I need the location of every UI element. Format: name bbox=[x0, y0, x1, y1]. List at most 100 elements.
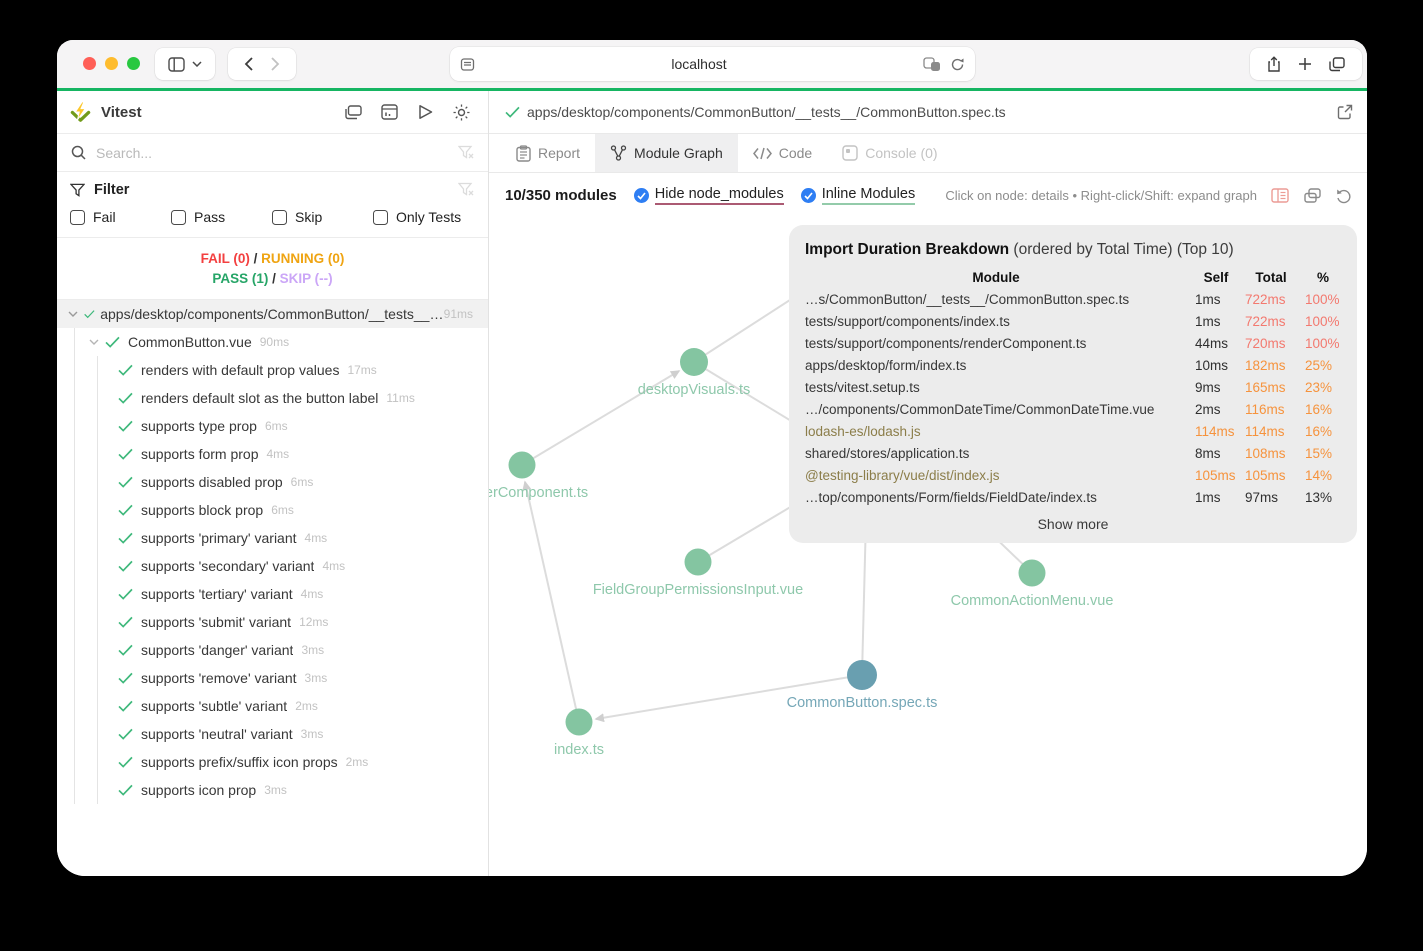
filter-option-label: Pass bbox=[194, 209, 226, 225]
reset-graph-icon[interactable] bbox=[1336, 188, 1352, 204]
test-name: supports 'secondary' variant bbox=[141, 558, 315, 574]
dashboard-button[interactable] bbox=[340, 99, 366, 125]
new-tab-icon[interactable] bbox=[1298, 57, 1312, 71]
test-suite-row[interactable]: CommonButton.vue 90ms bbox=[75, 328, 488, 356]
graph-node-label: CommonButton.spec.ts bbox=[787, 695, 938, 711]
filter-option-label: Only Tests bbox=[396, 209, 462, 225]
breakdown-module: tests/support/components/index.ts bbox=[805, 314, 1010, 329]
test-progress-bar bbox=[57, 88, 1367, 91]
back-icon[interactable] bbox=[244, 57, 253, 71]
nav-buttons bbox=[228, 48, 296, 80]
reload-icon[interactable] bbox=[950, 57, 965, 72]
graph-node-label: renderComponent.ts bbox=[489, 485, 588, 501]
graph-node-rendercomponent-ts[interactable] bbox=[508, 451, 536, 479]
filter-option-fail[interactable]: Fail bbox=[70, 209, 171, 225]
clear-search-filter-icon[interactable] bbox=[458, 145, 474, 160]
tabs-overview-icon[interactable] bbox=[1329, 56, 1345, 72]
export-graph-icon[interactable] bbox=[1304, 188, 1321, 203]
tab-report[interactable]: Report bbox=[501, 134, 595, 172]
filter-option-only-tests[interactable]: Only Tests bbox=[373, 209, 474, 225]
checkbox[interactable] bbox=[272, 209, 287, 225]
module-graph-icon bbox=[610, 145, 627, 161]
tab-module-graph[interactable]: Module Graph bbox=[595, 134, 738, 172]
url-text: localhost bbox=[671, 56, 727, 72]
console-panel-button[interactable] bbox=[376, 99, 402, 125]
test-row[interactable]: renders default slot as the button label… bbox=[98, 384, 488, 412]
collapse-chevron-icon[interactable] bbox=[68, 311, 78, 317]
checkbox[interactable] bbox=[373, 209, 388, 225]
page-settings-icon[interactable] bbox=[923, 56, 942, 72]
breakdown-col-total: Total bbox=[1255, 270, 1287, 285]
share-icon[interactable] bbox=[1267, 56, 1281, 72]
theme-toggle-button[interactable] bbox=[448, 99, 474, 125]
checkbox[interactable] bbox=[171, 209, 186, 225]
graph-node-commonactionmenu-vue[interactable] bbox=[1018, 559, 1046, 587]
inline-modules-checkbox[interactable]: Inline Modules bbox=[800, 186, 916, 205]
graph-toolbar: 10/350 modules Hide node_modules Inline … bbox=[489, 173, 1367, 218]
checkbox[interactable] bbox=[70, 209, 85, 225]
minimize-button[interactable] bbox=[105, 57, 118, 70]
import-duration-breakdown-panel: Import Duration Breakdown (ordered by To… bbox=[789, 225, 1357, 543]
filter-header: Filter bbox=[57, 172, 488, 207]
open-external-icon[interactable] bbox=[1337, 104, 1353, 120]
breakdown-module: @testing-library/vue/dist/index.js bbox=[805, 468, 1000, 483]
tab-label: Module Graph bbox=[634, 145, 723, 161]
collapse-chevron-icon[interactable] bbox=[89, 339, 99, 345]
test-name: supports type prop bbox=[141, 418, 257, 434]
breakdown-self: 1ms bbox=[1195, 490, 1221, 505]
fail-count: FAIL (0) bbox=[200, 251, 250, 266]
breakdown-pct: 100% bbox=[1305, 292, 1340, 307]
run-all-button[interactable] bbox=[412, 99, 438, 125]
zoom-button[interactable] bbox=[127, 57, 140, 70]
tab-console-0[interactable]: Console (0) bbox=[827, 134, 952, 172]
filter-options: Fail Pass Skip Only Tests bbox=[57, 207, 488, 238]
show-more-button[interactable]: Show more bbox=[1037, 516, 1109, 532]
filter-option-skip[interactable]: Skip bbox=[272, 209, 373, 225]
breakdown-col-pct: % bbox=[1316, 270, 1329, 285]
breakdown-module: …/components/CommonDateTime/CommonDateTi… bbox=[805, 402, 1155, 417]
reader-icon[interactable] bbox=[460, 57, 475, 72]
test-name: supports 'remove' variant bbox=[141, 670, 297, 686]
hide-node-modules-checkbox[interactable]: Hide node_modules bbox=[633, 186, 784, 205]
pass-check-icon bbox=[505, 106, 520, 118]
address-bar[interactable]: localhost bbox=[450, 47, 975, 81]
module-count: 10/350 modules bbox=[505, 187, 617, 204]
test-file-row[interactable]: apps/desktop/components/CommonButton/__t… bbox=[57, 300, 488, 328]
graph-node-index-ts[interactable] bbox=[565, 708, 593, 736]
test-time: 3ms bbox=[264, 783, 287, 797]
pass-check-icon bbox=[118, 700, 133, 712]
graph-node-fieldgrouppermissionsinput-vue[interactable] bbox=[684, 548, 712, 576]
test-row[interactable]: supports icon prop 3ms bbox=[98, 776, 488, 804]
toggle-breakdown-icon[interactable] bbox=[1271, 188, 1289, 203]
breakdown-col-self: Self bbox=[1203, 270, 1229, 285]
filter-option-pass[interactable]: Pass bbox=[171, 209, 272, 225]
search-bar[interactable]: Search... bbox=[57, 134, 488, 172]
tab-code[interactable]: Code bbox=[738, 134, 827, 172]
graph-node-desktopvisuals-ts[interactable] bbox=[680, 348, 708, 376]
close-button[interactable] bbox=[83, 57, 96, 70]
graph-node-commonbutton-spec-ts[interactable] bbox=[847, 660, 877, 690]
test-name: supports 'danger' variant bbox=[141, 642, 294, 658]
test-name: supports icon prop bbox=[141, 782, 257, 798]
module-graph-canvas[interactable]: desktopVisuals.tsrenderComponent.tsField… bbox=[489, 218, 1367, 876]
pass-check-icon bbox=[118, 560, 133, 572]
clear-filter-icon[interactable] bbox=[458, 182, 474, 197]
forward-icon[interactable] bbox=[271, 57, 280, 71]
sidebar-toggle-button[interactable] bbox=[155, 48, 215, 80]
test-name: supports 'subtle' variant bbox=[141, 698, 288, 714]
breakdown-self: 105ms bbox=[1195, 468, 1236, 483]
